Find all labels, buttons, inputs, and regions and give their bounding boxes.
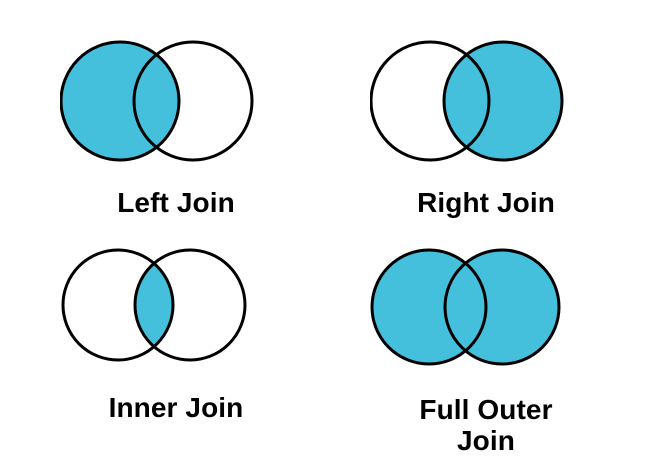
right-set-outline [132, 40, 254, 162]
intersection-region [135, 250, 173, 360]
venn-left-join [60, 40, 292, 170]
venn-svg-inner-join [61, 248, 247, 362]
diagram-left-join: Left Join [40, 40, 312, 218]
right-set-outline [442, 40, 564, 162]
diagram-label-right-join: Right Join [417, 187, 555, 218]
venn-full-outer-join [370, 248, 602, 374]
left-set-outline [60, 40, 181, 162]
diagram-inner-join: Inner Join [40, 248, 312, 423]
diagram-label-inner-join: Inner Join [108, 392, 244, 423]
left-set-outline [61, 248, 175, 362]
venn-svg-left-join [60, 40, 254, 162]
diagram-label-left-join: Left Join [117, 187, 235, 218]
venn-svg-full-outer-join [370, 248, 561, 366]
venn-right-join [370, 40, 602, 170]
left-set-outline [370, 248, 488, 366]
right-set-outline [443, 248, 561, 366]
intersection-region [134, 42, 179, 160]
venn-svg-right-join [370, 40, 564, 162]
diagram-right-join: Right Join [350, 40, 622, 218]
intersection-region [444, 42, 489, 160]
right-set-outline [133, 248, 247, 362]
diagram-full-outer-join: Full Outer Join [350, 248, 622, 457]
left-set-outline [370, 40, 491, 162]
right-set-circle [445, 250, 559, 364]
venn-inner-join [60, 248, 292, 370]
diagram-label-full-outer-join: Full Outer Join [419, 394, 553, 457]
